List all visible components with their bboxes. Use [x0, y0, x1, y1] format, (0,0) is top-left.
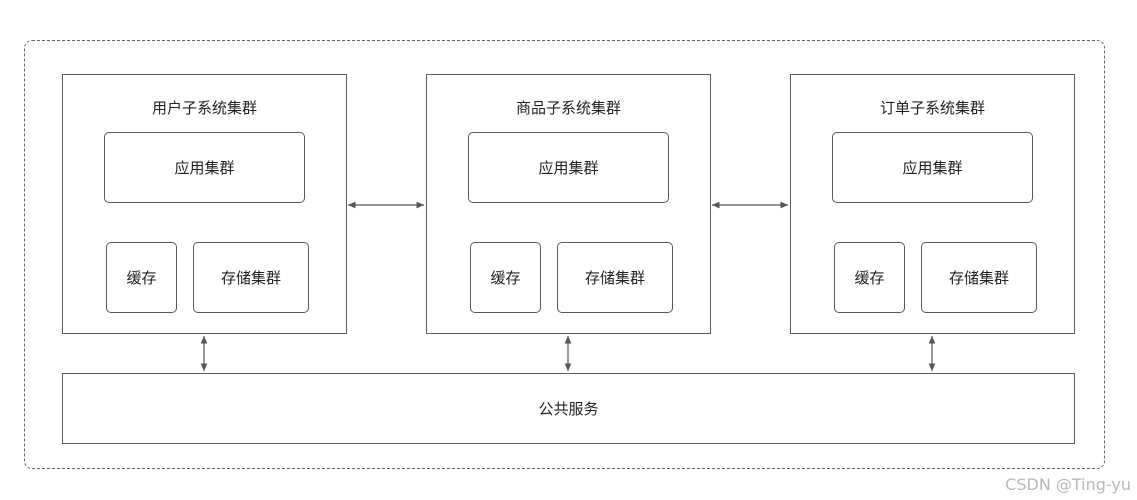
outer-boundary	[24, 40, 1105, 469]
order-storage-cluster: 存储集群	[921, 242, 1037, 313]
user-subsystem-title: 用户子系统集群	[151, 99, 257, 117]
order-subsystem-title: 订单子系统集群	[879, 99, 985, 117]
product-subsystem-title: 商品子系统集群	[515, 99, 621, 117]
common-service: 公共服务	[62, 373, 1075, 444]
user-cache: 缓存	[106, 242, 177, 313]
product-subsystem-cluster: 商品子系统集群 应用集群 缓存 存储集群	[426, 74, 711, 334]
order-subsystem-cluster: 订单子系统集群 应用集群 缓存 存储集群	[790, 74, 1075, 334]
user-subsystem-cluster: 用户子系统集群 应用集群 缓存 存储集群	[62, 74, 347, 334]
watermark: CSDN @Ting-yu	[1005, 475, 1131, 494]
user-app-cluster: 应用集群	[104, 132, 305, 203]
product-app-cluster: 应用集群	[468, 132, 669, 203]
product-storage-cluster: 存储集群	[557, 242, 673, 313]
order-app-cluster: 应用集群	[832, 132, 1033, 203]
user-storage-cluster: 存储集群	[193, 242, 309, 313]
order-cache: 缓存	[834, 242, 905, 313]
product-cache: 缓存	[470, 242, 541, 313]
